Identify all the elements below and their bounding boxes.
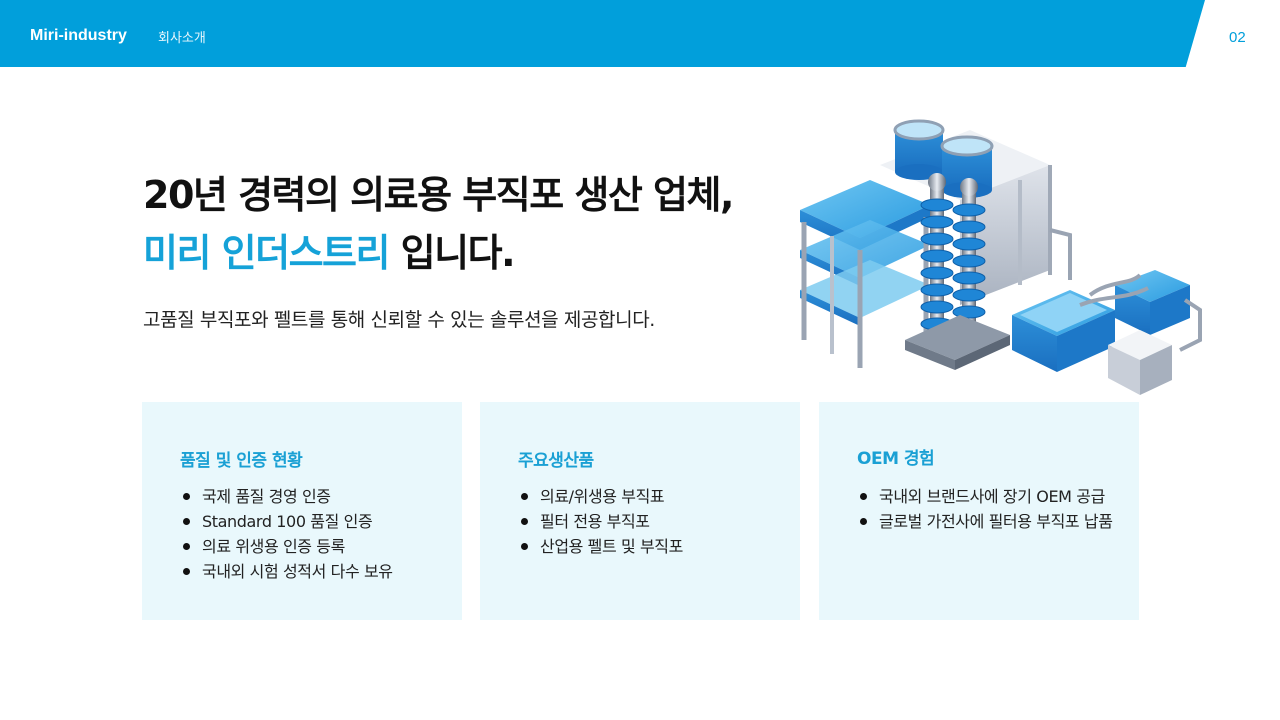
list-item: 산업용 펠트 및 부직포 <box>518 534 780 559</box>
list-item-text: 국내외 브랜드사에 장기 OEM 공급 <box>879 487 1105 506</box>
card-list: 국내외 브랜드사에 장기 OEM 공급 글로벌 가전사에 필터용 부직포 납품 <box>857 484 1119 534</box>
list-item: 국내외 브랜드사에 장기 OEM 공급 <box>857 484 1119 509</box>
list-item: Standard 100 품질 인증 <box>180 509 442 534</box>
bullet-icon <box>183 568 190 575</box>
list-item-text: 글로벌 가전사에 필터용 부직포 납품 <box>879 512 1113 531</box>
card-main-products: 주요생산품 의료/위생용 부직표 필터 전용 부직포 산업용 펠트 및 부직포 <box>480 402 800 620</box>
headline-line-1: 20년 경력의 의료용 부직포 생산 업체, <box>143 173 734 217</box>
pipes <box>1049 228 1202 352</box>
list-item: 글로벌 가전사에 필터용 부직포 납품 <box>857 509 1119 534</box>
card-title: 주요생산품 <box>518 451 594 471</box>
bullet-icon <box>521 518 528 525</box>
bullet-icon <box>860 518 867 525</box>
card-title: OEM 경험 <box>857 449 935 469</box>
list-item-text: 필터 전용 부직포 <box>540 512 650 531</box>
bullet-icon <box>521 543 528 550</box>
bullet-icon <box>860 493 867 500</box>
list-item: 의료/위생용 부직표 <box>518 484 780 509</box>
list-item-text: 의료 위생용 인증 등록 <box>202 537 345 556</box>
list-item: 필터 전용 부직포 <box>518 509 780 534</box>
bullet-icon <box>183 543 190 550</box>
company-name-highlight: 미리 인더스트리 <box>143 231 390 275</box>
list-item-text: 국내외 시험 성적서 다수 보유 <box>202 562 393 581</box>
header-bar <box>0 0 1205 67</box>
card-quality-certification: 품질 및 인증 현황 국제 품질 경영 인증 Standard 100 품질 인… <box>142 402 462 620</box>
brand-name: Miri-industry <box>30 27 127 44</box>
list-item-text: 의료/위생용 부직표 <box>540 487 665 506</box>
grey-box <box>1108 330 1172 395</box>
factory-illustration <box>800 119 1202 395</box>
front-tank <box>1012 290 1115 372</box>
card-title: 품질 및 인증 현황 <box>180 451 303 471</box>
bullet-icon <box>183 493 190 500</box>
list-item: 국제 품질 경영 인증 <box>180 484 442 509</box>
section-label: 회사소개 <box>158 31 206 46</box>
card-list: 의료/위생용 부직표 필터 전용 부직포 산업용 펠트 및 부직포 <box>518 484 780 559</box>
page-title: 20년 경력의 의료용 부직포 생산 업체, 미리 인더스트리 입니다. <box>143 166 734 282</box>
list-item: 국내외 시험 성적서 다수 보유 <box>180 559 442 584</box>
storage-tanks <box>893 119 994 198</box>
card-list: 국제 품질 경영 인증 Standard 100 품질 인증 의료 위생용 인증… <box>180 484 442 584</box>
list-item-text: 국제 품질 경영 인증 <box>202 487 331 506</box>
list-item: 의료 위생용 인증 등록 <box>180 534 442 559</box>
list-item-text: Standard 100 품질 인증 <box>202 512 373 531</box>
headline-suffix: 입니다. <box>388 231 516 275</box>
card-oem-experience: OEM 경험 국내외 브랜드사에 장기 OEM 공급 글로벌 가전사에 필터용 … <box>819 402 1139 620</box>
list-item-text: 산업용 펠트 및 부직포 <box>540 537 683 556</box>
bullet-icon <box>183 518 190 525</box>
page-subtitle: 고품질 부직포와 펠트를 통해 신뢰할 수 있는 솔루션을 제공합니다. <box>143 309 655 331</box>
process-columns <box>905 173 1010 370</box>
bullet-icon <box>521 493 528 500</box>
page-number: 02 <box>1229 29 1246 46</box>
